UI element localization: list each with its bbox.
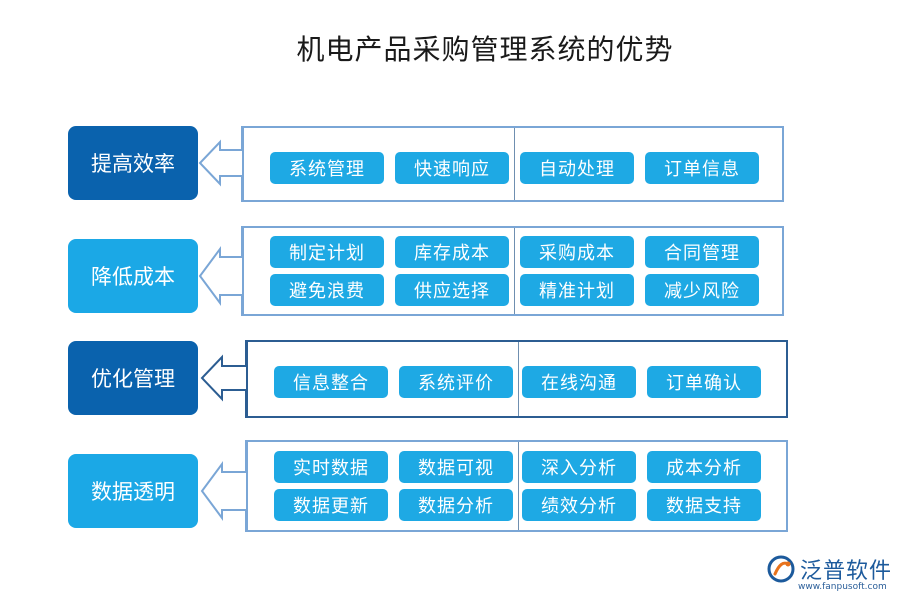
chip: 订单确认 <box>647 366 761 398</box>
chip: 在线沟通 <box>522 366 636 398</box>
arrow-connector <box>198 126 243 202</box>
chip: 库存成本 <box>395 236 509 268</box>
diagram-title: 机电产品采购管理系统的优势 <box>296 33 674 66</box>
chip: 成本分析 <box>647 451 761 483</box>
chip-panel: 信息整合 系统评价 在线沟通 订单确认 <box>246 340 788 418</box>
panel-divider <box>518 342 519 416</box>
chip: 系统管理 <box>270 152 384 184</box>
row-label: 优化管理 <box>68 341 198 415</box>
row-1: 提高效率 系统管理 快速响应 自动处理 订单信息 <box>0 124 900 204</box>
logo-url: www.fanpusoft.com <box>798 582 887 592</box>
chip-panel: 系统管理 快速响应 自动处理 订单信息 <box>242 126 784 202</box>
brand-logo: 泛普软件 <box>766 553 892 585</box>
chip: 数据可视 <box>399 451 513 483</box>
row-label: 提高效率 <box>68 126 198 200</box>
arrow-connector <box>200 440 247 532</box>
row-label: 数据透明 <box>68 454 198 528</box>
chip: 减少风险 <box>645 274 759 306</box>
chip: 数据更新 <box>274 489 388 521</box>
chip: 订单信息 <box>645 152 759 184</box>
chip: 数据支持 <box>647 489 761 521</box>
chip: 深入分析 <box>522 451 636 483</box>
chip-panel: 实时数据 数据可视 深入分析 成本分析 数据更新 数据分析 绩效分析 数据支持 <box>246 440 788 532</box>
logo-name: 泛普软件 <box>800 559 893 584</box>
panel-divider <box>514 128 515 200</box>
fanpu-logo-icon <box>767 555 795 583</box>
chip: 数据分析 <box>399 489 513 521</box>
chip: 快速响应 <box>395 152 509 184</box>
chip-panel: 制定计划 库存成本 采购成本 合同管理 避免浪费 供应选择 精准计划 减少风险 <box>242 226 784 316</box>
chip: 绩效分析 <box>522 489 636 521</box>
chip: 供应选择 <box>395 274 509 306</box>
row-label: 降低成本 <box>68 239 198 313</box>
panel-divider <box>514 228 515 314</box>
chip: 自动处理 <box>520 152 634 184</box>
row-4: 数据透明 实时数据 数据可视 深入分析 成本分析 数据更新 数据分析 绩效分析 … <box>0 438 900 534</box>
chip: 采购成本 <box>520 236 634 268</box>
panel-divider <box>518 442 519 530</box>
chip: 制定计划 <box>270 236 384 268</box>
arrow-connector <box>198 226 243 316</box>
arrow-connector <box>200 340 247 418</box>
chip: 信息整合 <box>274 366 388 398</box>
chip: 合同管理 <box>645 236 759 268</box>
row-2: 降低成本 制定计划 库存成本 采购成本 合同管理 避免浪费 供应选择 精准计划 … <box>0 224 900 318</box>
chip: 系统评价 <box>399 366 513 398</box>
row-3: 优化管理 信息整合 系统评价 在线沟通 订单确认 <box>0 338 900 420</box>
chip: 实时数据 <box>274 451 388 483</box>
chip: 避免浪费 <box>270 274 384 306</box>
chip: 精准计划 <box>520 274 634 306</box>
